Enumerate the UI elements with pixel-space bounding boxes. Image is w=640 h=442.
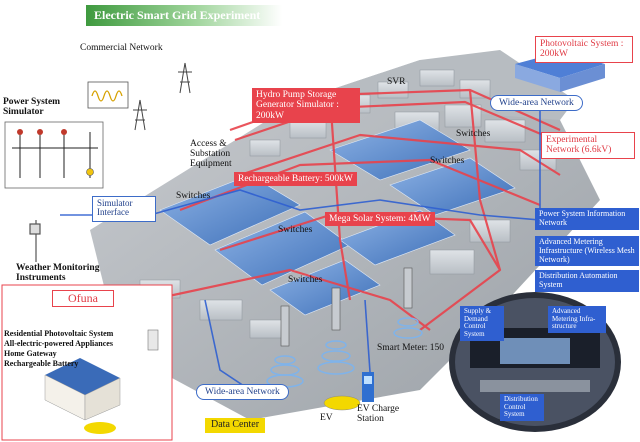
advanced-metering-infra-box: Advanced Metering Infra-structure [548,306,606,334]
power-system-info-network-box: Power System Information Network [535,208,639,230]
transmission-tower-icon [133,62,192,131]
antenna-pole-icon [266,267,423,388]
wide-area-network-top: Wide-area Network [490,95,583,111]
page-title: Electric Smart Grid Experiment [86,5,282,26]
ofuna-line-4: Rechargeable Battery [4,359,79,368]
ofuna-line-2: All-electric-powered Appliances [4,339,113,348]
mega-solar-box: Mega Solar System: 4MW [325,212,435,227]
switches-label-3: Switches [176,191,211,201]
simulator-panel [4,81,129,189]
rechargeable-battery-box: Rechargeable Battery: 500kW [234,172,357,187]
ofuna-title: Ofuna [52,290,114,307]
supply-demand-box: Supply & Demand Control System [460,306,504,341]
photovoltaic-system-box: Photovoltaic System : 200kW [535,36,633,63]
switches-label-2: Switches [430,156,465,166]
simulator-interface-label: Simulator Interface [92,196,156,222]
switches-label-4: Switches [278,225,313,235]
ev-charge-station-icon [362,372,374,402]
switches-label-1: Switches [456,129,491,139]
commercial-network-label: Commercial Network [80,43,163,53]
weather-monitoring-label: Weather Monitoring Instruments [16,263,100,283]
experimental-network-box: Experimental Network (6.6kV) [541,132,635,159]
hydro-pump-box: Hydro Pump Storage Generator Simulator :… [252,88,360,124]
smart-meter-label: Smart Meter: 150 [377,343,445,353]
ev-label: EV [320,413,333,423]
weather-tower-icon [29,220,41,262]
distribution-automation-box: Distribution Automation System [535,270,639,292]
access-substation-label: Access & Substation Equipment [190,139,232,169]
ofuna-line-3: Home Gateway [4,349,57,358]
distribution-control-box: Distribution Control System [500,394,544,422]
ev-car-icon [323,395,361,411]
power-system-simulator-label: Power System Simulator [3,97,61,117]
switches-label-5: Switches [288,275,323,285]
advanced-metering-box: Advanced Metering Infrastructure (Wirele… [535,236,639,267]
ofuna-line-1: Residential Photovoltaic System [4,329,114,338]
svr-label: SVR [387,77,406,87]
wide-area-network-bottom: Wide-area Network [196,384,289,400]
ofuna-house [1,284,173,441]
data-center-label: Data Center [205,418,266,433]
ev-charge-station-label: EV Charge Station [357,404,400,424]
